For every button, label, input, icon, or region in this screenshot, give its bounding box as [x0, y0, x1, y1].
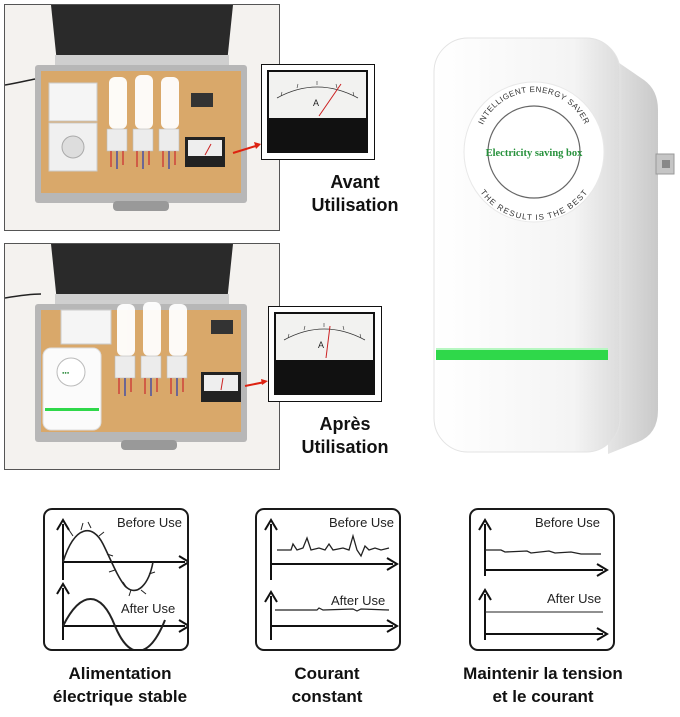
caption-line-2: constant	[291, 687, 363, 706]
after-meter-zoom: A	[268, 306, 382, 402]
waveform-chart-maintain-voltage	[478, 518, 609, 641]
before-use-label: Before Use	[535, 515, 601, 530]
energy-saver-device: INTELLIGENT ENERGY SAVER THE RESULT IS T…	[420, 30, 678, 460]
after-caption: Après Utilisation	[290, 413, 400, 459]
brand-text: Electricity saving box	[486, 148, 584, 159]
after-use-label: After Use	[331, 593, 386, 608]
waveform-chart-constant-current	[264, 518, 399, 640]
before-use-label: Before Use	[329, 515, 395, 530]
suitcase-with-device-illustration: ●●●	[5, 244, 279, 469]
caption-line-1: Courant	[294, 664, 360, 683]
caption-maintain-voltage: Maintenir la tension et le courant	[446, 662, 640, 708]
waveform-chart-stable-supply	[56, 518, 187, 649]
card-constant-current: Before Use After Use	[255, 508, 401, 651]
before-meter-zoom: A	[261, 64, 375, 160]
caption-line-1: Alimentation	[68, 664, 172, 683]
svg-text:●●●: ●●●	[62, 370, 70, 375]
before-caption: Avant Utilisation	[300, 171, 410, 217]
caption-line-2: et le courant	[492, 687, 594, 706]
before-caption-line-2: Utilisation	[311, 195, 399, 215]
power-indicator-light	[436, 350, 608, 360]
caption-line-1: Maintenir la tension	[463, 664, 623, 683]
caption-line-2: électrique stable	[52, 687, 188, 706]
card-stable-supply: Before Use After Use	[43, 508, 189, 651]
caption-constant-current: Courant constant	[262, 662, 392, 708]
suitcase-illustration	[5, 5, 279, 230]
after-use-photo: ●●●	[4, 243, 280, 470]
before-use-label: Before Use	[117, 515, 183, 530]
after-meter-unit: A	[318, 340, 324, 350]
after-caption-line-1: Après	[319, 414, 371, 434]
caption-stable-supply: Alimentation électrique stable	[38, 662, 202, 708]
before-use-photo	[4, 4, 280, 231]
after-caption-line-2: Utilisation	[301, 437, 389, 457]
before-meter-unit: A	[313, 98, 319, 108]
card-maintain-voltage: Before Use After Use	[469, 508, 615, 651]
after-use-label: After Use	[547, 591, 602, 606]
after-use-label: After Use	[121, 601, 176, 616]
before-caption-line-1: Avant	[330, 172, 380, 192]
